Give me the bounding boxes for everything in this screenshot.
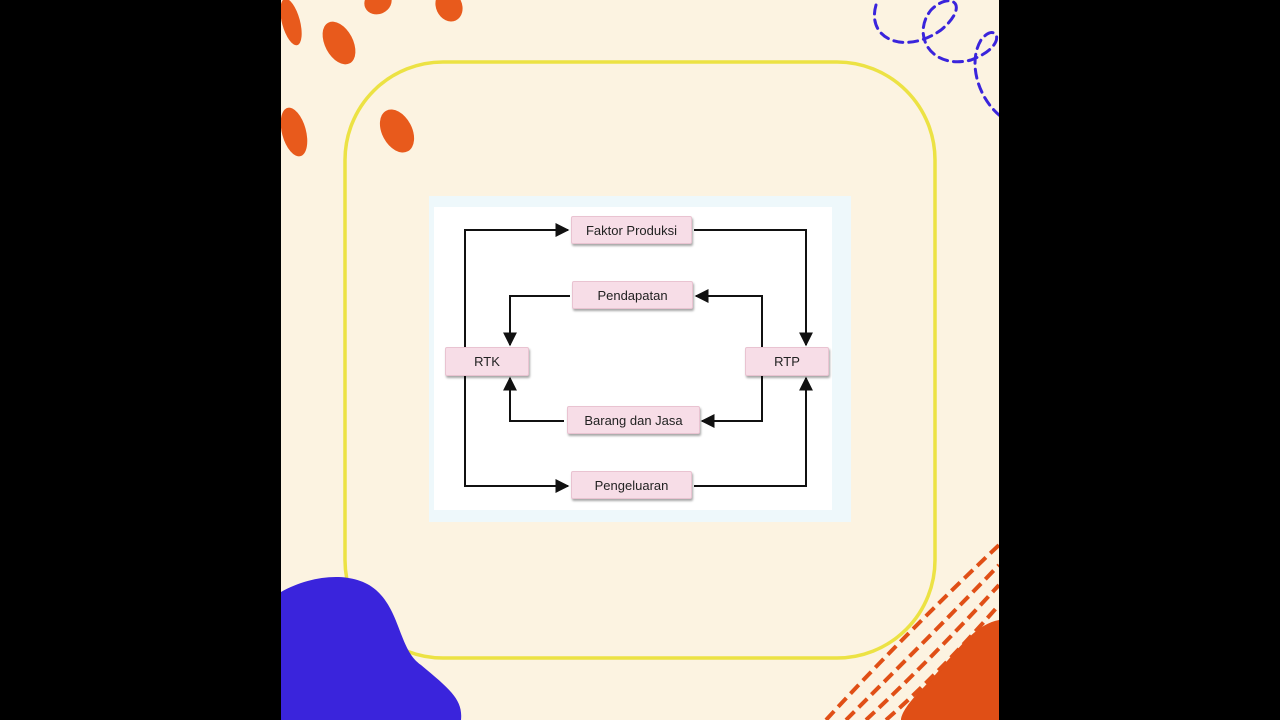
diagram-canvas: Faktor Produksi Pendapatan RTK RTP Baran… <box>434 207 832 510</box>
node-rtk: RTK <box>445 347 529 376</box>
arrow-barang-dan-jasa-to-rtk <box>503 376 564 422</box>
diagram-figure: Faktor Produksi Pendapatan RTK RTP Baran… <box>429 196 851 522</box>
arrow-rtk-to-faktor-produksi <box>464 223 570 347</box>
node-pendapatan: Pendapatan <box>572 281 693 309</box>
arrow-rtp-to-pendapatan <box>694 289 763 347</box>
orange-blob-decoration <box>901 620 999 720</box>
node-barang-dan-jasa: Barang dan Jasa <box>567 406 700 434</box>
node-pengeluaran: Pengeluaran <box>571 471 692 499</box>
flow-arrows <box>464 223 813 493</box>
arrow-rtp-to-barang-dan-jasa <box>700 376 763 428</box>
decoration-layer <box>281 0 999 720</box>
node-faktor-produksi: Faktor Produksi <box>571 216 692 244</box>
blue-loop-decoration <box>873 0 999 117</box>
arrow-pendapatan-to-rtk <box>503 295 570 347</box>
slide-panel: Faktor Produksi Pendapatan RTK RTP Baran… <box>281 0 999 720</box>
arrow-rtk-to-pengeluaran <box>464 376 570 493</box>
orange-dash-decoration <box>281 0 463 157</box>
node-rtp: RTP <box>745 347 829 376</box>
arrow-faktor-produksi-to-rtp <box>694 229 813 347</box>
yellow-frame <box>343 60 937 660</box>
blue-blob-decoration <box>281 577 462 720</box>
orange-stripe-decoration <box>824 543 999 720</box>
arrow-pengeluaran-to-rtp <box>694 376 813 487</box>
